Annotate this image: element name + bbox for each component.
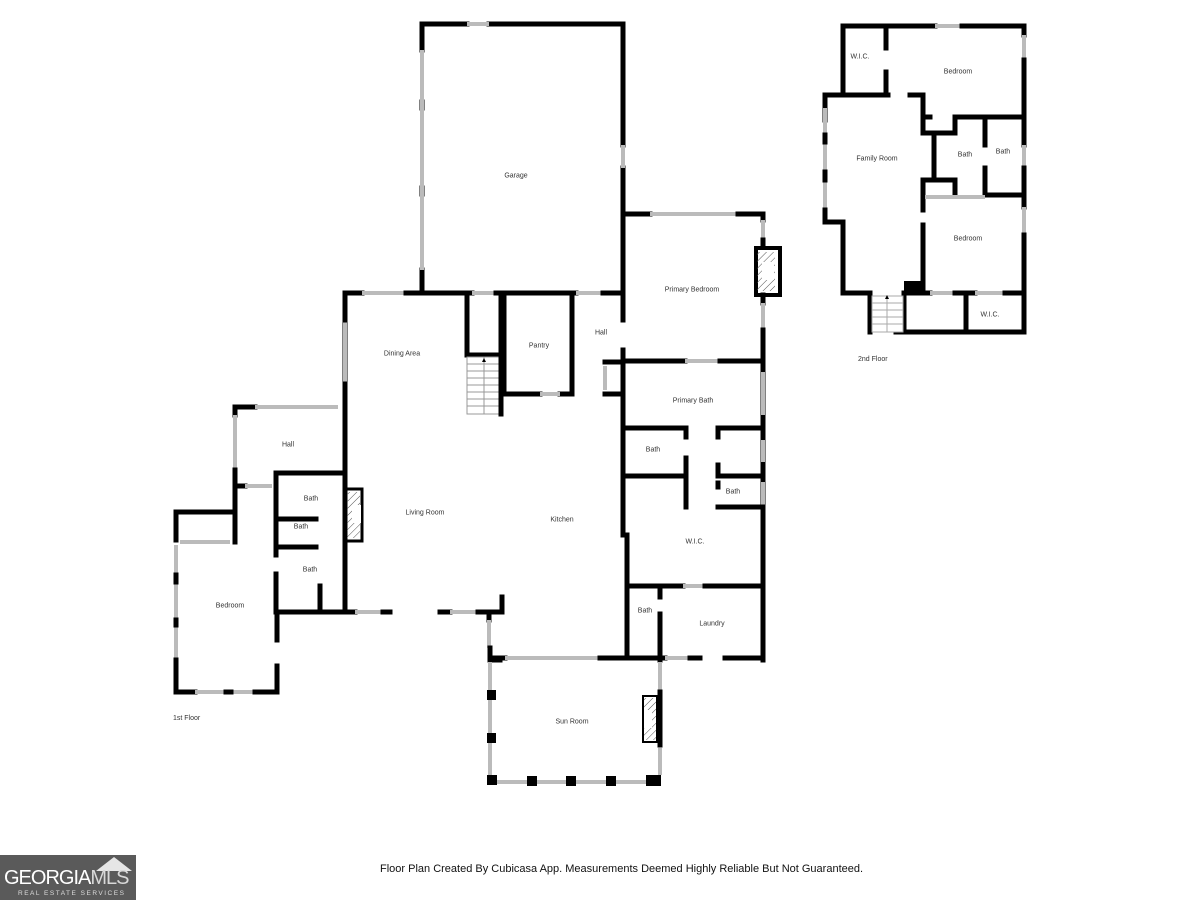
floor-label-second: 2nd Floor xyxy=(858,356,888,363)
room-label-living-room: Living Room xyxy=(405,509,445,517)
room-label-primary-bedroom: Primary Bedroom xyxy=(664,286,720,294)
room-label-dining-area: Dining Area xyxy=(383,350,421,358)
room-label-bath: Bath xyxy=(293,523,309,531)
room-label-bedroom: Bedroom xyxy=(943,68,973,76)
room-label-wic: W.I.C. xyxy=(850,53,870,61)
room-label-primary-bath: Primary Bath xyxy=(672,397,714,405)
roof-icon xyxy=(96,857,132,871)
logo-main-text: GEORGIA xyxy=(4,867,91,889)
room-label-wic: W.I.C. xyxy=(980,311,1000,319)
logo-subtitle: REAL ESTATE SERVICES xyxy=(18,890,126,897)
room-label-bath: Bath xyxy=(645,446,661,454)
room-label-bath: Bath xyxy=(725,488,741,496)
room-label-bedroom: Bedroom xyxy=(215,602,245,610)
georgia-mls-logo: GEORGIAMLS REAL ESTATE SERVICES xyxy=(0,855,136,900)
room-label-kitchen: Kitchen xyxy=(550,516,574,524)
logo-accent-text: MLS xyxy=(90,867,129,889)
room-label-garage: Garage xyxy=(504,172,528,180)
room-label-bath: Bath xyxy=(303,495,319,503)
room-label-pantry: Pantry xyxy=(528,342,550,350)
disclaimer-text: Floor Plan Created By Cubicasa App. Meas… xyxy=(380,863,864,875)
room-label-bath: Bath xyxy=(995,148,1011,156)
room-label-family-room: Family Room xyxy=(856,155,898,163)
room-label-bath: Bath xyxy=(302,566,318,574)
room-label-wic: W.I.C. xyxy=(685,538,705,546)
room-label-bath: Bath xyxy=(957,151,973,159)
room-label-sun-room: Sun Room xyxy=(555,718,589,726)
room-label-bedroom: Bedroom xyxy=(953,235,983,243)
floor-label-first: 1st Floor xyxy=(173,715,201,722)
room-label-hall: Hall xyxy=(281,441,295,449)
room-label-laundry: Laundry xyxy=(699,620,725,628)
room-label-bath: Bath xyxy=(637,607,653,615)
room-label-hall: Hall xyxy=(594,329,608,337)
